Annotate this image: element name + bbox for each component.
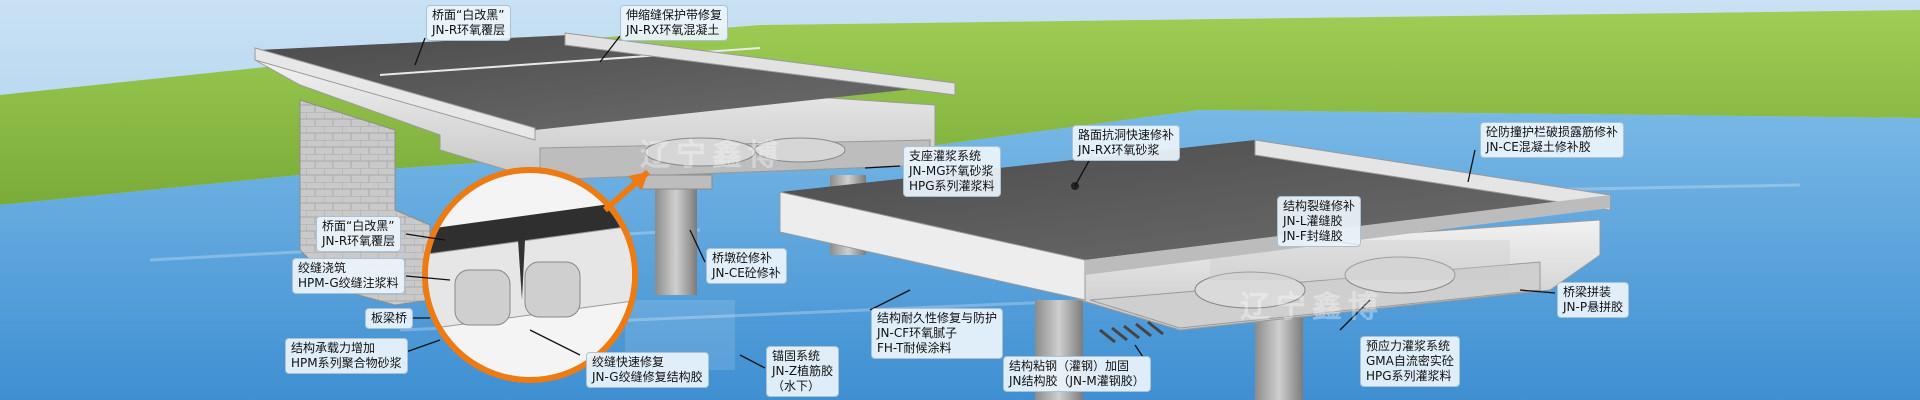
label-pothole-repair: 路面抗洞快速修补 JN-RX环氧砂浆: [1072, 125, 1181, 161]
label-slab-bridge: 板梁桥: [365, 308, 414, 329]
right-box-cell: [1194, 271, 1306, 309]
left-deck: [258, 35, 950, 130]
detail-connector-arrowhead: [628, 172, 648, 190]
left-far-parapet: [564, 32, 956, 96]
left-parapet: [254, 47, 536, 141]
left-pier: [655, 185, 697, 295]
label-pier-repair: 桥墩砼修补 JN-CE砼修补: [706, 248, 787, 284]
label-hinge-fast-repair: 绞缝快速修复 JN-G绞缝修复结构胶: [586, 352, 709, 388]
watermark: 辽宁鑫博: [640, 138, 784, 173]
label-expansion-joint: 伸缩缝保护带修复 JN-RX环氧混凝土: [620, 5, 729, 41]
label-hinge-pour: 绞缝浇筑 HPM-G绞缝注浆料: [292, 258, 405, 294]
left-box-cell: [644, 137, 756, 167]
label-assembly: 桥梁拼装 JN-P悬拼胶: [1557, 282, 1630, 318]
label-bearing-grout: 支座灌浆系统 JN-MG环氧砂浆 HPG系列灌浆料: [903, 146, 1001, 197]
label-capacity-increase: 结构承载力增加 HPM系列聚合物砂浆: [285, 338, 408, 374]
right-far-parapet: [1254, 139, 1611, 211]
label-crack-repair: 结构裂缝修补 JN-L灌缝胶 JN-F封缝胶: [1277, 196, 1362, 247]
left-pier-cap: [639, 174, 713, 190]
label-prestress-grout: 预应力灌浆系统 GMA自流密实砼 HPG系列灌浆料: [1360, 336, 1460, 387]
label-deck-coating-detail: 桥面“白改黑” JN-R环氧覆层: [316, 216, 402, 252]
label-deck-coating-top: 桥面“白改黑” JN-R环氧覆层: [426, 5, 512, 41]
label-durability: 结构耐久性修复与防护 JN-CF环氧腻子 FH-T耐候涂料: [871, 308, 1004, 359]
right-box-cell: [1344, 256, 1456, 294]
right-near-parapet: [779, 191, 1086, 301]
label-steel-bonding: 结构粘钢（灌钢）加固 JN结构胶（JN-M灌钢胶）: [1003, 356, 1151, 392]
watermark: 辽宁鑫博: [1240, 290, 1384, 325]
label-anchoring: 锚固系统 JN-Z植筋胶 （水下）: [766, 346, 840, 397]
label-guardrail-repair: 砼防撞护栏破损露筋修补 JN-CE混凝土修补胶: [1480, 122, 1625, 158]
steel-plates: [1099, 320, 1164, 344]
detail-circle-content: [428, 173, 632, 377]
left-box-cell: [754, 137, 846, 163]
